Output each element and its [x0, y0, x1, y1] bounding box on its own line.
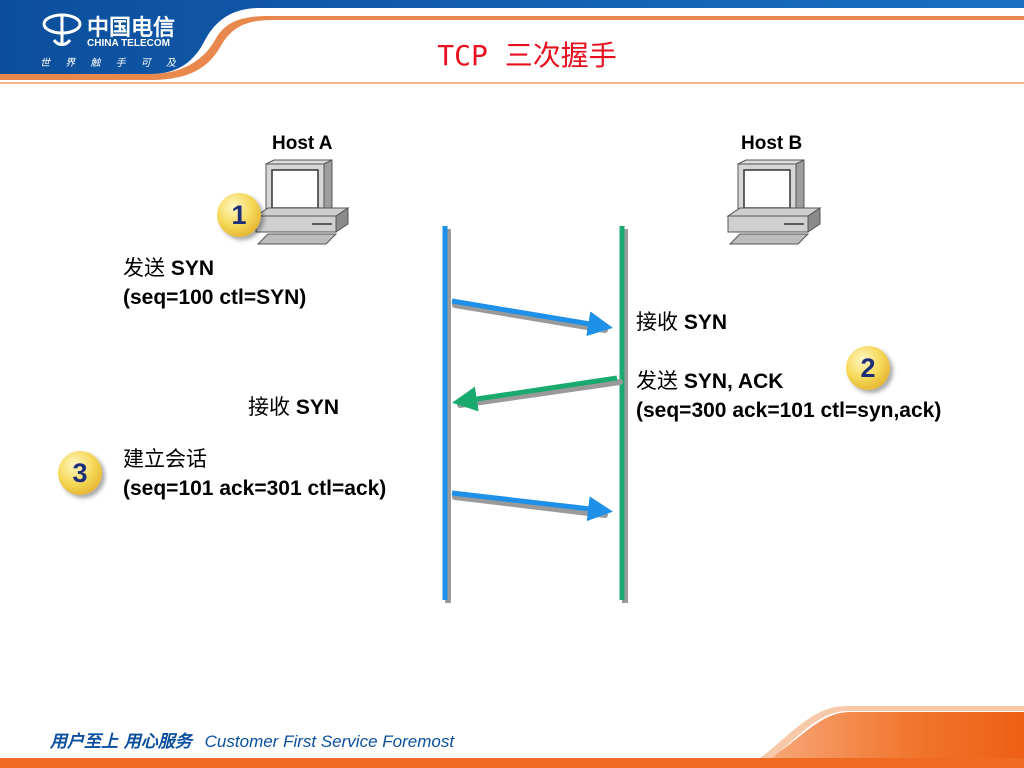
step-3-title-text: 建立会话 — [123, 447, 207, 471]
logo-name-en: CHINA TELECOM — [87, 38, 170, 49]
step-1-receive-text: 接收 SYN — [636, 307, 727, 338]
host-b-computer-icon — [726, 159, 822, 245]
step-2-send-cn: 发送 — [636, 369, 678, 393]
host-b-label: Host B — [741, 133, 803, 154]
step-2-send-text: 发送 SYN, ACK — [636, 366, 783, 397]
step-1-receive-cn: 接收 — [636, 310, 678, 334]
page-title: TCP 三次握手 — [437, 39, 617, 72]
step-1-send-text: 发送 SYN — [123, 253, 214, 284]
step-1-receive-en: SYN — [683, 311, 728, 334]
step-2-badge: 2 — [846, 346, 890, 390]
ack-arrow — [451, 490, 613, 522]
footer-band — [0, 706, 1024, 768]
step-2-detail: (seq=300 ack=101 ctl=syn,ack) — [636, 396, 941, 426]
step-2-detail-text: (seq=300 ack=101 ctl=syn,ack) — [636, 399, 942, 422]
step-3-title: 建立会话 — [123, 444, 207, 475]
step-2-receive-cn: 接收 — [248, 395, 290, 419]
step-1-send-en: SYN — [170, 257, 215, 280]
footer-slogan-cn: 用户至上 用心服务 — [50, 732, 192, 752]
syn-arrow — [451, 298, 613, 337]
syn-ack-arrow — [452, 375, 623, 412]
step-3-badge: 3 — [58, 451, 102, 495]
host-a-computer-icon — [254, 159, 350, 245]
step-1-send-cn: 发送 — [123, 256, 165, 280]
step-3-detail: (seq=101 ack=301 ctl=ack) — [123, 474, 386, 504]
logo-name-cn: 中国电信 — [87, 16, 176, 41]
step-1-detail: (seq=100 ctl=SYN) — [123, 283, 306, 313]
host-b-timeline — [619, 226, 628, 603]
china-telecom-logo-icon — [42, 13, 82, 46]
step-1-detail-text: (seq=100 ctl=SYN) — [123, 286, 307, 309]
footer-slogan-en: Customer First Service Foremost — [204, 732, 455, 751]
step-2-send-en: SYN, ACK — [683, 370, 784, 393]
step-1-badge: 1 — [217, 193, 261, 237]
footer-slogan: 用户至上 用心服务 Customer First Service Foremos… — [50, 727, 454, 752]
header-band — [0, 0, 1024, 84]
host-a-timeline — [442, 226, 451, 603]
step-3-detail-text: (seq=101 ack=301 ctl=ack) — [123, 477, 387, 500]
step-2-receive-text: 接收 SYN — [248, 392, 339, 423]
host-a-label: Host A — [272, 133, 333, 154]
logo-slogan: 世 界 触 手 可 及 — [40, 58, 182, 69]
step-2-receive-en: SYN — [295, 396, 340, 419]
